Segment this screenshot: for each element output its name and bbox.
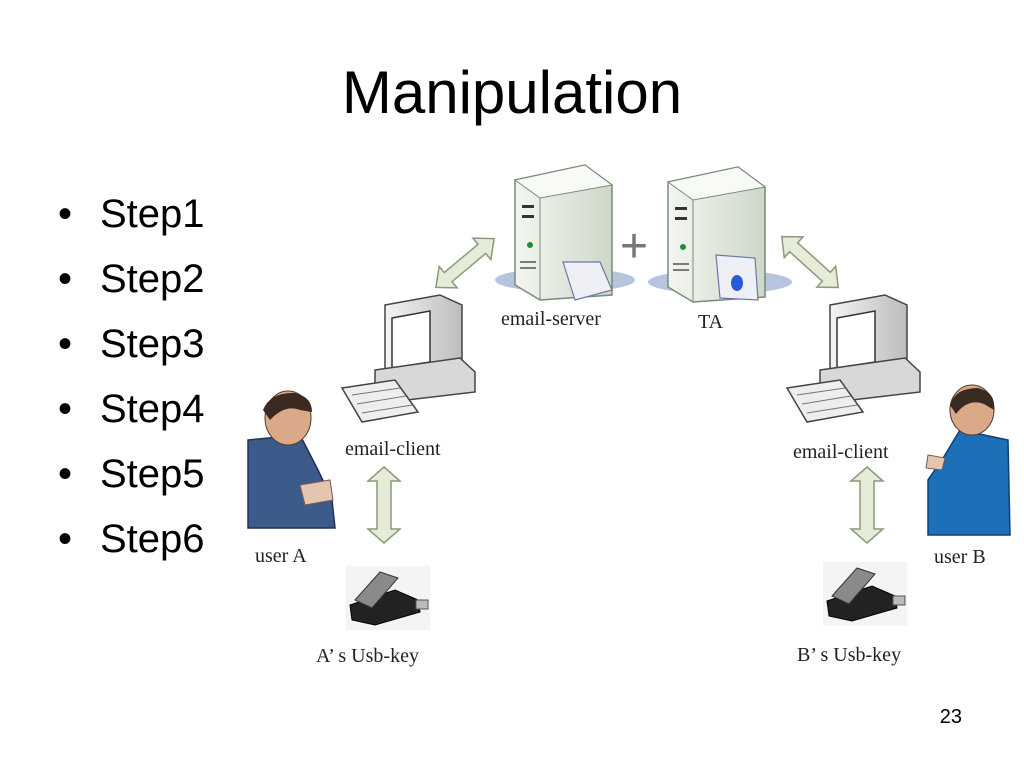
user-b-icon xyxy=(925,384,1011,536)
client-b-label: email-client xyxy=(793,441,889,463)
user-b-label: user B xyxy=(934,546,986,568)
double-arrow-icon xyxy=(780,235,840,289)
computer-icon xyxy=(340,294,476,423)
usb-key-icon xyxy=(823,562,907,626)
step-item: •Step5 xyxy=(58,452,205,496)
slide-title: Manipulation xyxy=(341,59,683,126)
step-item: •Step4 xyxy=(58,387,205,431)
client-a-label: email-client xyxy=(345,438,441,460)
computer-icon xyxy=(785,294,921,423)
step-item: •Step2 xyxy=(58,257,205,301)
email-server-label: email-server xyxy=(501,308,601,330)
step-list: •Step1 •Step2 •Step3 •Step4 •Step5 •Step… xyxy=(58,190,205,580)
double-arrow-icon xyxy=(366,466,402,544)
user-a-icon xyxy=(247,390,336,529)
double-arrow-icon xyxy=(435,237,495,289)
ta-server-icon xyxy=(648,166,792,303)
step-label: Step2 xyxy=(100,257,205,301)
step-label: Step4 xyxy=(100,387,205,431)
step-item: •Step3 xyxy=(58,322,205,366)
step-item: •Step6 xyxy=(58,517,205,561)
step-label: Step5 xyxy=(100,452,205,496)
step-label: Step6 xyxy=(100,517,205,561)
page-number: 23 xyxy=(939,706,962,728)
step-item: •Step1 xyxy=(58,192,205,236)
step-label: Step3 xyxy=(100,322,205,366)
usb-b-label: B’ s Usb-key xyxy=(797,644,901,666)
double-arrow-icon xyxy=(849,466,885,544)
email-server-icon xyxy=(495,164,635,301)
plus-sign: + xyxy=(620,220,648,273)
usb-key-icon xyxy=(346,566,430,630)
user-a-label: user A xyxy=(255,545,307,567)
usb-a-label: A’ s Usb-key xyxy=(316,645,419,667)
ta-label: TA xyxy=(698,311,724,333)
step-label: Step1 xyxy=(100,192,205,236)
